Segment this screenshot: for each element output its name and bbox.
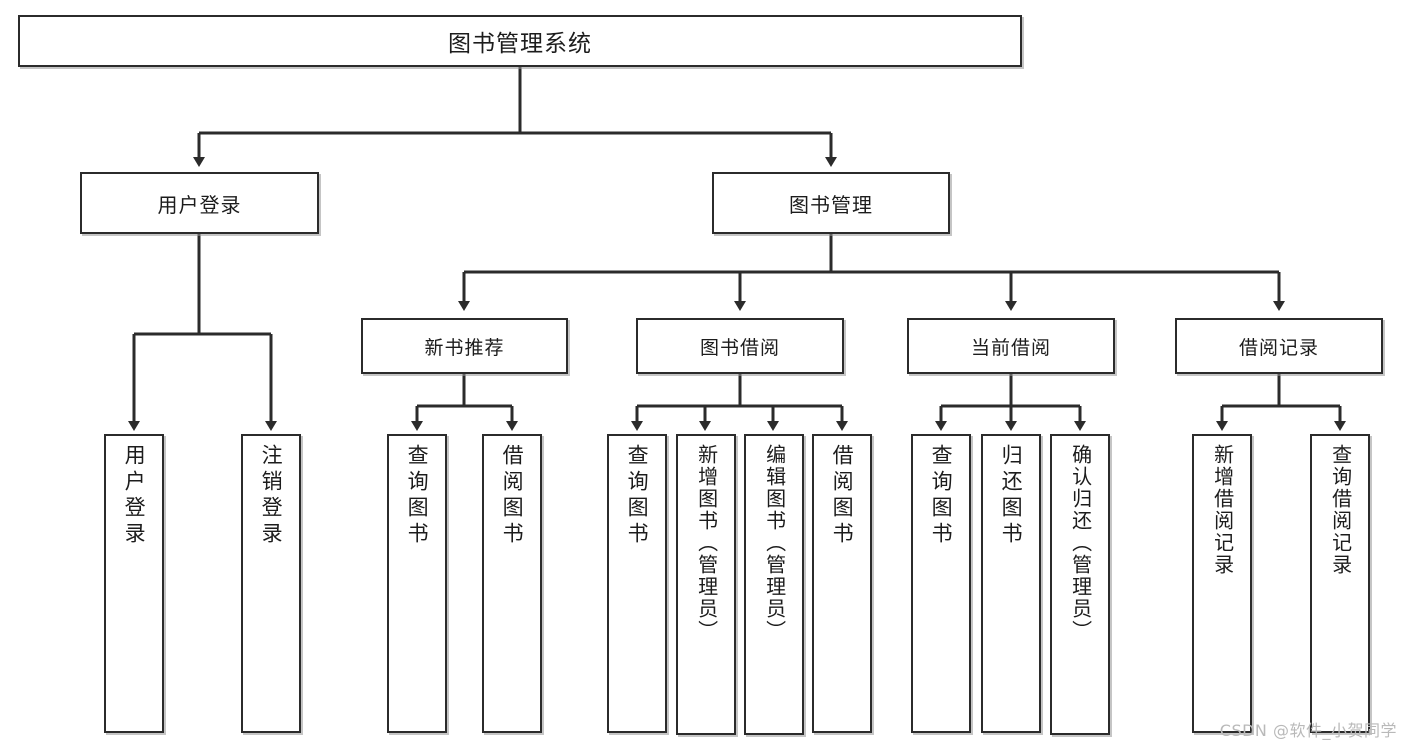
- node-book-management-label: 图书管理: [789, 192, 873, 217]
- leaf-record-add-record[interactable]: 新增借阅记录: [1192, 434, 1252, 733]
- leaf-borrow-query-book[interactable]: 查询图书: [607, 434, 667, 733]
- leaf-borrow-add-book-label: 新增图书（管理员）: [694, 444, 719, 642]
- node-user-login[interactable]: 用户登录: [80, 172, 319, 234]
- node-root-label: 图书管理系统: [448, 31, 592, 57]
- leaf-record-add-record-label: 新增借阅记录: [1210, 444, 1235, 576]
- leaf-user-login-logout-label: 注销登录: [259, 444, 284, 548]
- leaf-recommend-borrow-book[interactable]: 借阅图书: [482, 434, 542, 733]
- leaf-current-return-book[interactable]: 归还图书: [981, 434, 1041, 733]
- node-root[interactable]: 图书管理系统: [18, 15, 1022, 67]
- leaf-record-query-record-label: 查询借阅记录: [1328, 444, 1353, 576]
- leaf-user-login-login[interactable]: 用户登录: [104, 434, 164, 733]
- node-user-login-label: 用户登录: [157, 192, 242, 217]
- node-new-book-recommend-label: 新书推荐: [424, 336, 505, 359]
- leaf-borrow-add-book[interactable]: 新增图书（管理员）: [676, 434, 736, 735]
- leaf-user-login-login-label: 用户登录: [122, 444, 147, 548]
- node-book-management[interactable]: 图书管理: [712, 172, 950, 234]
- leaf-user-login-logout[interactable]: 注销登录: [241, 434, 301, 733]
- node-borrow-record-label: 借阅记录: [1238, 336, 1319, 359]
- leaf-recommend-query-book-label: 查询图书: [405, 444, 430, 548]
- leaf-borrow-edit-book-label: 编辑图书（管理员）: [762, 444, 787, 642]
- node-borrow-record[interactable]: 借阅记录: [1175, 318, 1383, 374]
- node-new-book-recommend[interactable]: 新书推荐: [361, 318, 568, 374]
- leaf-borrow-edit-book[interactable]: 编辑图书（管理员）: [744, 434, 804, 735]
- csdn-watermark: CSDN @软件_小贺同学: [1219, 721, 1397, 740]
- node-book-borrow-label: 图书借阅: [699, 336, 780, 359]
- leaf-recommend-query-book[interactable]: 查询图书: [387, 434, 447, 733]
- leaf-current-query-book-label: 查询图书: [929, 444, 954, 548]
- leaf-current-confirm-return-label: 确认归还（管理员）: [1068, 444, 1093, 642]
- leaf-borrow-borrow-book-label: 借阅图书: [830, 444, 855, 548]
- leaf-borrow-query-book-label: 查询图书: [625, 444, 650, 548]
- leaf-borrow-borrow-book[interactable]: 借阅图书: [812, 434, 872, 733]
- leaf-current-query-book[interactable]: 查询图书: [911, 434, 971, 733]
- node-current-borrow[interactable]: 当前借阅: [907, 318, 1115, 374]
- leaf-current-confirm-return[interactable]: 确认归还（管理员）: [1050, 434, 1110, 735]
- leaf-record-query-record[interactable]: 查询借阅记录: [1310, 434, 1370, 733]
- leaf-current-return-book-label: 归还图书: [999, 444, 1024, 548]
- node-book-borrow[interactable]: 图书借阅: [636, 318, 844, 374]
- node-current-borrow-label: 当前借阅: [970, 336, 1051, 359]
- leaf-recommend-borrow-book-label: 借阅图书: [500, 444, 525, 548]
